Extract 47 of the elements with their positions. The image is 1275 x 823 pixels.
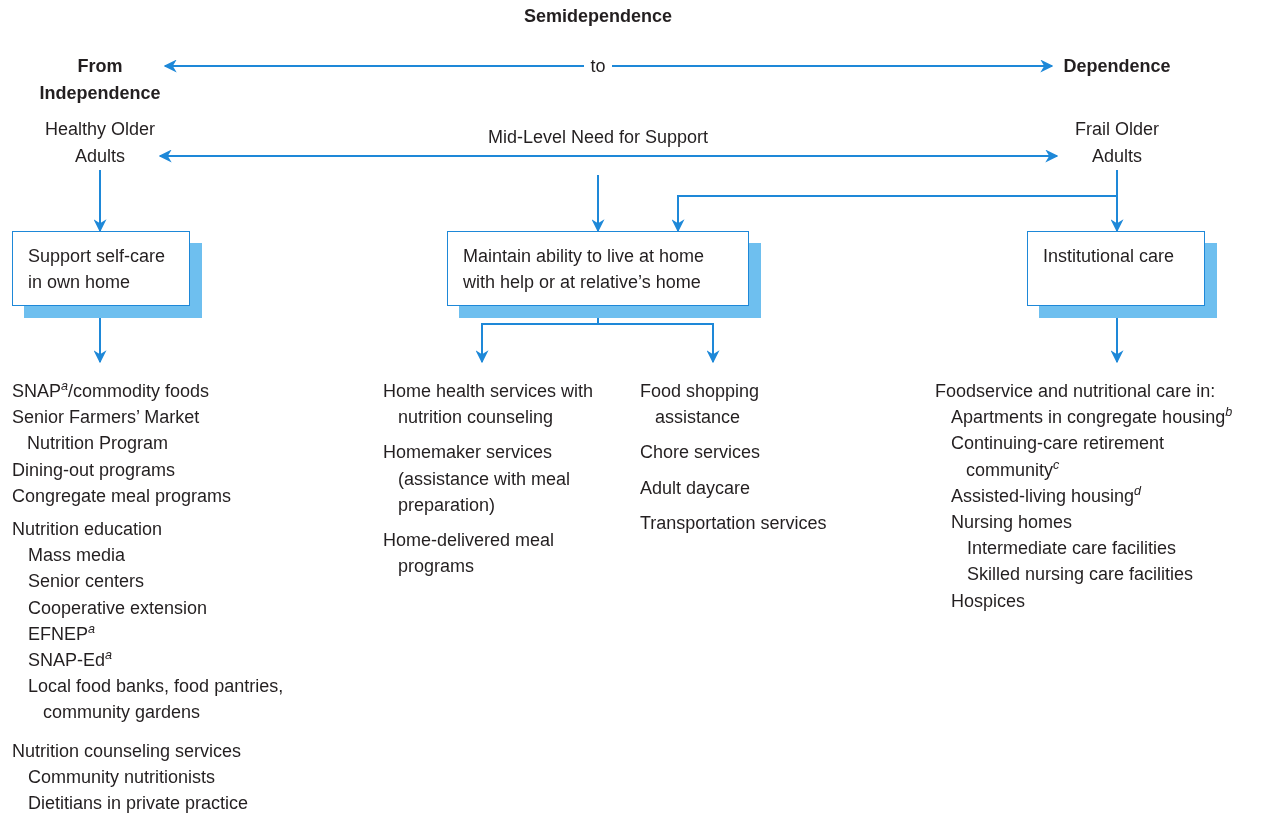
sub-list-item: Cooperative extension <box>28 596 209 620</box>
arrow <box>671 169 1118 233</box>
arrow <box>597 317 720 364</box>
sub-list-item: Intermediate care facilities <box>967 537 1178 561</box>
sub-list-item: Hospices <box>951 589 1027 613</box>
box-label: Support self-care in own home <box>27 245 167 294</box>
list-item: Homemaker services (assistance with meal preparation) <box>383 441 572 517</box>
arrow <box>163 59 1054 73</box>
scale-label: Dependence <box>1052 53 1182 80</box>
list-item: Adult daycare <box>640 476 752 500</box>
list-item: Foodservice and nutritional care in: <box>935 380 1217 403</box>
sub-list-item: Senior centers <box>28 570 146 594</box>
arrow <box>1110 317 1124 364</box>
sub-list-item: Nursing homes <box>951 511 1074 534</box>
arrow <box>93 169 107 233</box>
list-item: SNAP$^{a}$/commodity foods <box>12 378 211 403</box>
arrow <box>158 149 1059 163</box>
list-item: Home-delivered meal programs <box>383 529 556 579</box>
list-item: Home health services with nutrition counseling <box>383 380 595 430</box>
list-item: Senior Farmers’ Market Nutrition Program <box>12 406 201 456</box>
sub-list-item: EFNEP$^{a}$ <box>28 620 97 646</box>
box-label: Institutional care <box>1042 245 1176 268</box>
sub-list-item: Dietitians in private practice <box>28 792 250 816</box>
list-item: Food shopping assistance <box>640 380 761 430</box>
title: Semidependence <box>522 6 674 27</box>
sub-list-item: Mass media <box>28 544 127 568</box>
process-box <box>447 231 761 318</box>
list-item: Nutrition education <box>12 518 164 541</box>
box-label: Maintain ability to live at home with help or at relative’s home <box>462 245 706 294</box>
group-label: Healthy Older Adults <box>40 116 160 170</box>
sub-list-item: SNAP-Ed$^{a}$ <box>28 647 114 673</box>
sub-list-item: Skilled nursing care facilities <box>967 563 1195 587</box>
list-item: Transportation services <box>640 511 828 535</box>
sub-list-item: Community nutritionists <box>28 765 217 789</box>
group-label: Frail Older Adults <box>1057 116 1177 170</box>
process-box <box>1027 231 1217 318</box>
arrow <box>591 174 605 233</box>
list-item: Nutrition counseling services <box>12 739 243 763</box>
scale-label: From Independence <box>35 53 165 107</box>
sub-list-item: Apartments in congregate housing$^{b}$ <box>951 404 1234 430</box>
list-item: Dining-out programs <box>12 458 177 482</box>
list-item: Chore services <box>640 441 762 465</box>
list-item: Congregate meal programs <box>12 484 233 508</box>
sub-list-item: Local food banks, food pantries, community gardens <box>28 675 285 725</box>
arrow <box>93 317 107 364</box>
process-box <box>12 231 202 318</box>
sub-list-item: Assisted-living housing$^{d}$ <box>951 482 1143 508</box>
